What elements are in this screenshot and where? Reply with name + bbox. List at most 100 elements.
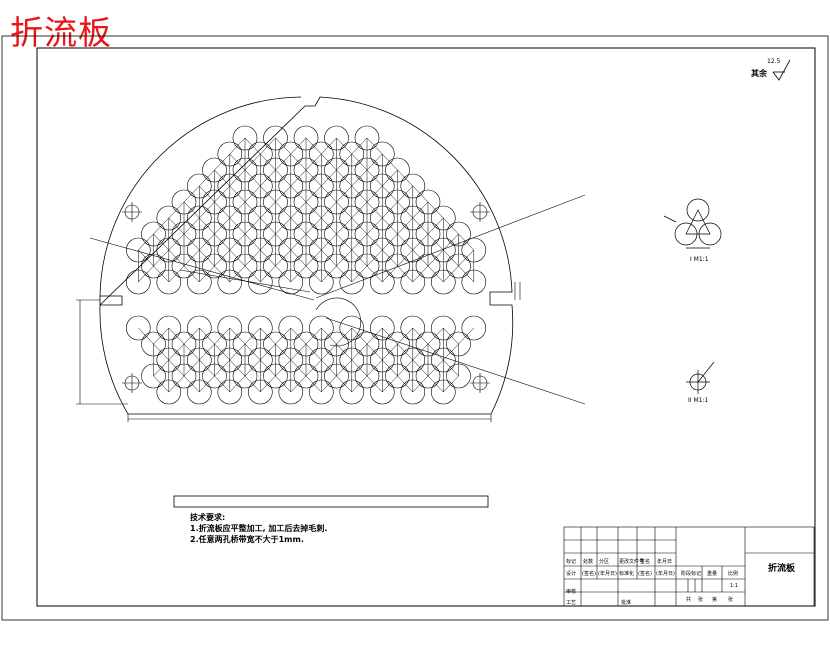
tb-label: 分区 (599, 559, 610, 565)
pitch-line (275, 249, 291, 267)
pitch-line (351, 153, 368, 171)
pitch-line (199, 327, 215, 345)
pitch-line (183, 249, 200, 267)
pitch-line (214, 169, 230, 187)
pitch-line (214, 153, 230, 171)
pitch-line (275, 137, 291, 155)
pitch-line (260, 359, 276, 377)
pitch-line (199, 217, 215, 235)
tb-label: 签名 (640, 559, 651, 565)
pitch-line (275, 169, 291, 187)
inner-frame (36, 47, 816, 607)
tb-label: 标准化 (619, 571, 635, 577)
pitch-line (229, 137, 246, 155)
detail-view-label: I M1:1 (690, 256, 709, 263)
pitch-line (366, 265, 383, 283)
pitch-line (275, 217, 291, 235)
pitch-line (290, 185, 307, 203)
pitch-line (305, 233, 322, 251)
pitch-line (443, 343, 459, 361)
tb-label: (年月日) (598, 571, 617, 577)
pitch-line (199, 185, 215, 203)
pitch-line (214, 217, 230, 235)
tube-hole (126, 315, 151, 341)
pitch-line (458, 249, 474, 267)
pitch-line (275, 153, 291, 171)
pitch-line (412, 185, 429, 203)
pitch-line (351, 359, 368, 377)
pitch-line (183, 375, 200, 393)
pitch-line (214, 201, 230, 219)
pitch-line (260, 249, 276, 267)
pitch-line (458, 265, 474, 283)
pitch-line (305, 217, 322, 235)
pitch-line (336, 185, 352, 203)
pitch-line (382, 201, 398, 219)
pitch-line (382, 343, 398, 361)
pitch-line (412, 343, 429, 361)
pitch-line (336, 375, 352, 393)
pitch-line (336, 217, 352, 235)
pitch-line (183, 233, 200, 251)
pitch-line (427, 249, 444, 267)
pitch-line (382, 217, 398, 235)
pitch-line (168, 233, 185, 251)
pitch-line (229, 359, 246, 377)
pitch-line (168, 375, 185, 393)
pitch-line (366, 217, 383, 235)
pitch-line (397, 327, 413, 345)
pitch-line (244, 137, 261, 155)
pitch-line (305, 249, 322, 267)
pitch-line (397, 233, 413, 251)
pitch-line (214, 343, 230, 361)
pitch-line (244, 153, 261, 171)
pitch-line (321, 169, 337, 187)
pitch-line (244, 375, 261, 393)
pitch-line (397, 185, 413, 203)
pitch-line (305, 265, 322, 283)
page-title: 折流板 (10, 13, 112, 52)
pitch-line (275, 343, 291, 361)
tech-heading: 技术要求: (190, 513, 226, 522)
pitch-line (244, 359, 261, 377)
pitch-line (305, 343, 322, 361)
dimensions (76, 282, 521, 422)
pitch-line (443, 265, 459, 283)
pitch-line (351, 233, 368, 251)
tb-label: (年月日) (656, 571, 675, 577)
pitch-line (382, 249, 398, 267)
tb-label: 标记 (566, 559, 577, 565)
pitch-line (199, 249, 215, 267)
title-block (563, 526, 815, 607)
pitch-line (305, 169, 322, 187)
detail-view-label: II M1:1 (688, 397, 709, 404)
pitch-line (290, 137, 307, 155)
pitch-line (229, 343, 246, 361)
pitch-line (366, 343, 383, 361)
pitch-line (336, 153, 352, 171)
pitch-line (229, 185, 246, 203)
pitch-line (214, 375, 230, 393)
pitch-line (168, 359, 185, 377)
pitch-line (427, 265, 444, 283)
pitch-line (397, 249, 413, 267)
pitch-line (214, 265, 230, 283)
pitch-line (382, 185, 398, 203)
tb-label: 重量 (707, 571, 718, 577)
pitch-line (321, 343, 337, 361)
pitch-line (244, 265, 261, 283)
pitch-line (183, 185, 200, 203)
pitch-line (244, 185, 261, 203)
pitch-line (153, 327, 169, 345)
pitch-line (260, 153, 276, 171)
tb-label: 张 (728, 597, 734, 603)
tb-label: (签名) (582, 571, 596, 577)
pitch-line (275, 359, 291, 377)
pitch-line (138, 233, 154, 251)
pitch-line (199, 201, 215, 219)
pitch-line (382, 265, 398, 283)
pitch-line (321, 233, 337, 251)
pitch-line (183, 327, 200, 345)
pitch-line (260, 375, 276, 393)
